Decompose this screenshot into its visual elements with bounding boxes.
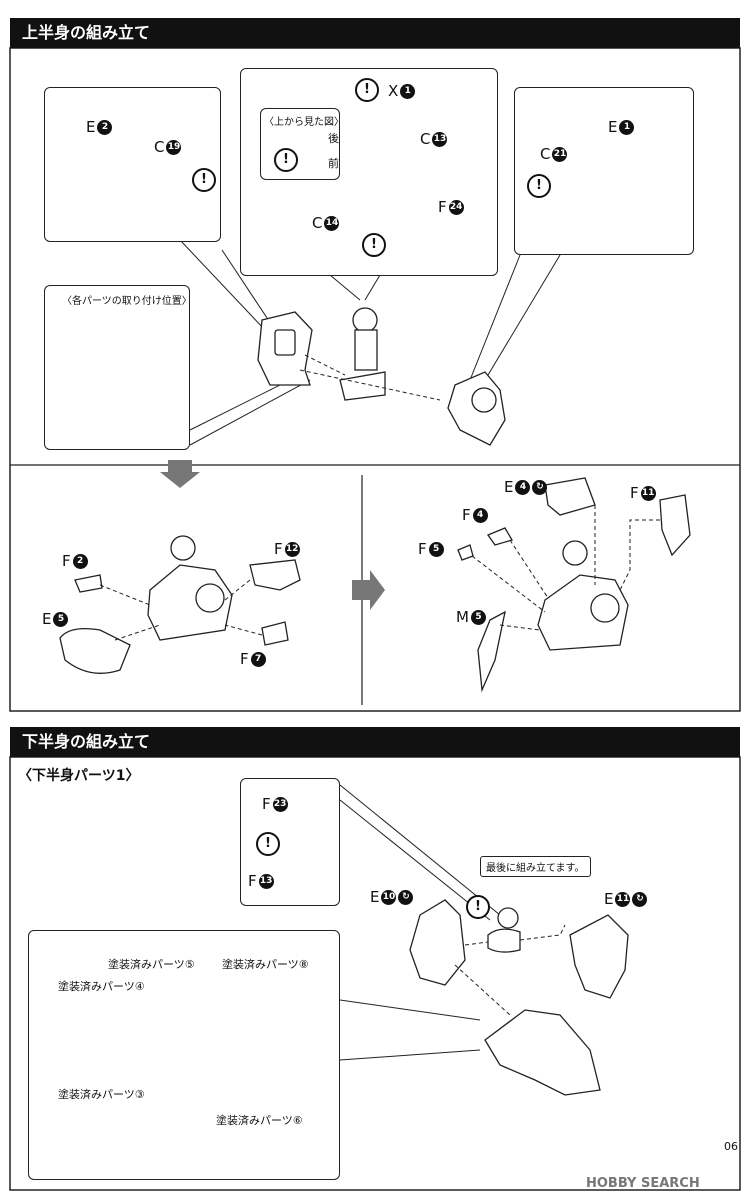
callout-part-positions: [44, 285, 190, 450]
lower-section-header: 下半身の組み立て: [10, 727, 740, 757]
watermark: HOBBY SEARCH: [586, 1176, 700, 1191]
part-positions-label: 〈各パーツの取り付け位置〉: [62, 296, 192, 307]
caution-icon: !: [466, 895, 490, 919]
caution-icon: !: [527, 174, 551, 198]
front-label: 前: [328, 157, 339, 170]
caution-icon: !: [274, 148, 298, 172]
callout-e1-c21: [514, 87, 694, 255]
page-number: 06: [724, 1140, 738, 1153]
caution-icon: !: [355, 78, 379, 102]
painted-part-3-label: 塗装済みパーツ③: [58, 1088, 145, 1101]
caution-icon: !: [192, 168, 216, 192]
callout-top-view: [260, 108, 340, 180]
painted-part-5-label: 塗装済みパーツ⑤: [108, 958, 195, 971]
caution-icon: !: [362, 233, 386, 257]
painted-part-4-label: 塗装済みパーツ④: [58, 980, 145, 993]
painted-part-6-label: 塗装済みパーツ⑥: [216, 1114, 303, 1127]
upper-section-header: 上半身の組み立て: [10, 18, 740, 48]
callout-e2-c19: [44, 87, 221, 242]
top-view-label: 〈上から見た図〉: [264, 117, 344, 128]
caution-icon: !: [256, 832, 280, 856]
lower-subtitle: 〈下半身パーツ1〉: [18, 768, 140, 784]
painted-part-8-label: 塗装済みパーツ⑧: [222, 958, 309, 971]
back-label: 後: [328, 132, 339, 145]
callout-painted-parts: [28, 930, 340, 1180]
assemble-last-note: 最後に組み立てます。: [480, 856, 591, 877]
